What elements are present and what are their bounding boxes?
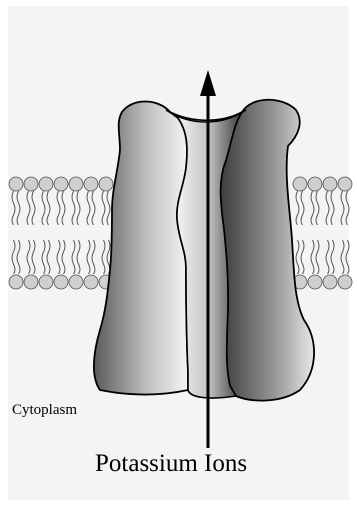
lipid-head: [24, 177, 38, 191]
lipid-head: [54, 275, 68, 289]
lipid-head: [338, 177, 352, 191]
lipid-head: [293, 177, 307, 191]
lipid-head: [24, 275, 38, 289]
lipid-head: [69, 177, 83, 191]
lipid-head: [54, 177, 68, 191]
lipid-head: [323, 177, 337, 191]
lipid-head: [338, 275, 352, 289]
lipid-head: [9, 275, 23, 289]
lipid-head: [69, 275, 83, 289]
cytoplasm-label: Cytoplasm: [12, 402, 77, 419]
lipid-head: [84, 275, 98, 289]
lipid-head: [308, 177, 322, 191]
lipid-head: [99, 177, 113, 191]
lipid-head: [84, 177, 98, 191]
lipid-head: [308, 275, 322, 289]
lipid-head: [39, 177, 53, 191]
lipid-head: [9, 177, 23, 191]
potassium-ions-label: Potassium Ions: [95, 450, 247, 478]
lipid-head: [39, 275, 53, 289]
lipid-head: [323, 275, 337, 289]
